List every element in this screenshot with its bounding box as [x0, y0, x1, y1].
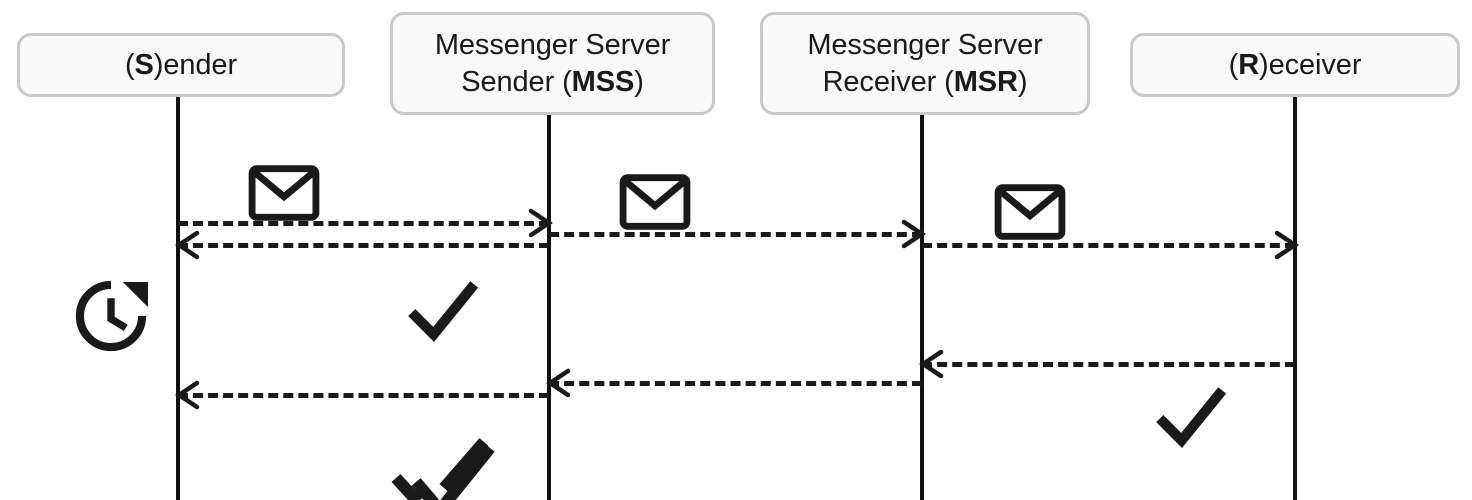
participant-box-receiver[interactable]: (R)eceiver: [1130, 33, 1460, 97]
lifeline-msr: [920, 115, 924, 500]
message-line-mss-to-sender: [178, 393, 549, 398]
lifeline-receiver: [1293, 97, 1297, 500]
message-line-mss-to-msr: [549, 232, 922, 237]
arrow-head-msr: [918, 349, 944, 379]
arrow-head-receiver: [1274, 230, 1300, 260]
arrow-head-msr: [901, 219, 927, 249]
envelope-icon: [246, 155, 322, 231]
envelope-icon: [992, 174, 1068, 250]
retry-clock-icon: [74, 279, 148, 353]
arrow-head-mss: [545, 368, 571, 398]
single-check-icon: [404, 272, 482, 350]
message-line-mss-to-sender: [178, 243, 549, 248]
arrow-head-mss: [528, 208, 554, 238]
envelope-icon: [617, 164, 693, 240]
lifeline-sender: [176, 97, 180, 500]
participant-label-receiver: (R)eceiver: [1228, 48, 1362, 81]
message-line-msr-to-receiver: [922, 243, 1295, 248]
participant-box-sender[interactable]: (S)ender: [17, 33, 345, 97]
message-line-msr-to-mss: [549, 381, 922, 386]
message-line-sender-to-mss: [178, 221, 549, 226]
single-check-icon: [1152, 378, 1230, 456]
double-check-icon: [391, 430, 495, 500]
participant-label-sender: (S)ender: [124, 48, 238, 81]
arrow-head-sender: [174, 380, 200, 410]
arrow-head-sender: [174, 230, 200, 260]
lifeline-mss: [547, 115, 551, 500]
message-line-receiver-to-msr: [922, 362, 1295, 367]
